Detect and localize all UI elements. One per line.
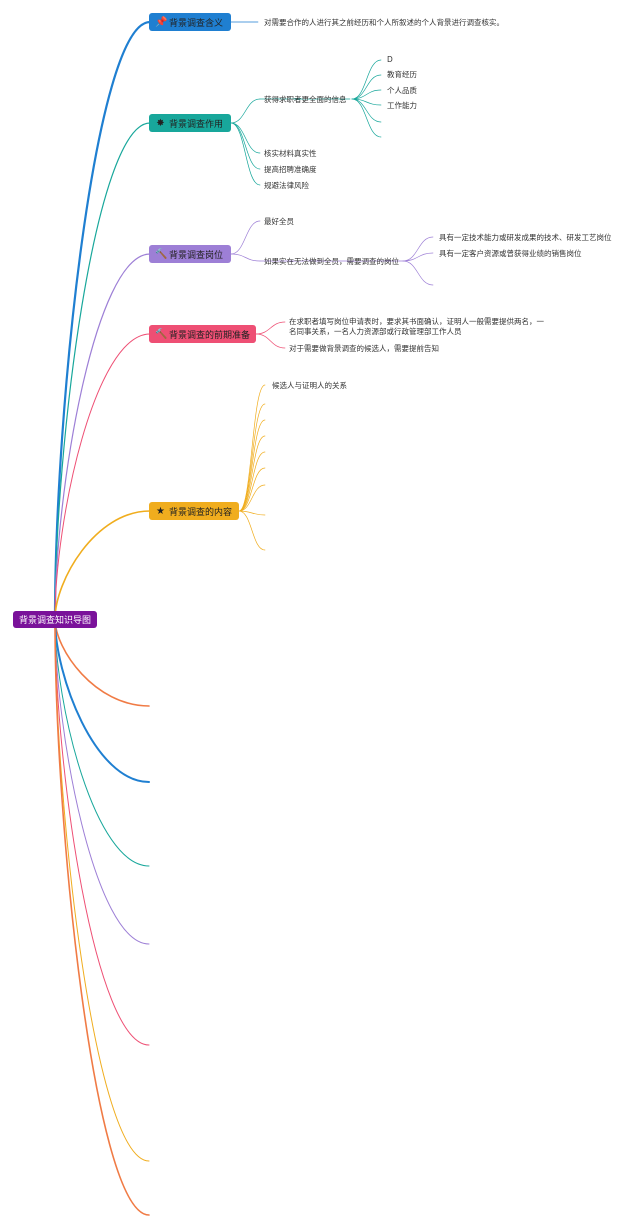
root-to-branch-4 — [54, 333, 151, 620]
leaf-text: 最好全员 — [264, 217, 294, 226]
branch-node-purpose[interactable]: ✸ 背景调查作用 — [149, 114, 231, 132]
hammer-icon: 🔨 — [155, 328, 168, 340]
leaf-text: 候选人与证明人的关系 — [272, 381, 347, 390]
root-to-branch-1 — [53, 20, 152, 621]
branch-node-definition[interactable]: 📌 背景调查含义 — [149, 13, 231, 31]
branch-3-leaf-line — [230, 220, 261, 255]
branch-5-leaf-line — [238, 403, 266, 512]
branch-2-leaf-line — [230, 98, 261, 124]
branch-5-leaf-line — [238, 419, 266, 512]
branch-4-leaf-line — [255, 321, 286, 335]
branch-5-leaf-line — [238, 510, 266, 516]
root-to-collapsed-branch-5 — [54, 618, 150, 1046]
leaf-text: 核实材料真实性 — [264, 149, 317, 158]
root-to-collapsed-branch-2 — [54, 618, 150, 783]
root-to-collapsed-branch-1 — [54, 618, 150, 707]
branch-2-sub-line — [351, 59, 382, 100]
root-to-branch-2 — [54, 122, 151, 620]
leaf-text: 如果实在无法做到全员，需要调查的岗位 — [264, 257, 399, 266]
branch-node-positions[interactable]: 🔨 背景调查岗位 — [149, 245, 231, 263]
branch-label: 背景调查作用 — [169, 119, 224, 130]
branch-5-leaf-line — [238, 384, 266, 512]
root-label: 背景调查知识导图 — [18, 616, 91, 626]
leaf-text: 教育经历 — [387, 70, 417, 79]
leaf-text: 提高招聘准确度 — [264, 165, 317, 174]
branch-2-leaf-line — [230, 122, 261, 170]
branch-3-sub-line — [402, 252, 434, 262]
branch-5-leaf-line — [238, 467, 266, 512]
leaf-text: 获得求职者更全面的信息 — [264, 95, 347, 104]
leaf-text: 在求职者填写岗位申请表时，要求其书面确认，证明人一般需要提供两名，一名同事关系，… — [289, 317, 544, 336]
branch-5-leaf-line — [238, 484, 266, 512]
root-node[interactable]: 背景调查知识导图 — [13, 611, 97, 628]
root-to-collapsed-branch-7 — [54, 618, 150, 1216]
root-to-collapsed-branch-4 — [54, 618, 150, 945]
branch-2-leaf-line — [230, 122, 261, 186]
leaf-text: 对于需要做背景调查的候选人，需要提前告知 — [289, 344, 439, 353]
branch-label: 背景调查的内容 — [169, 507, 233, 518]
branch-label: 背景调查岗位 — [169, 250, 224, 261]
leaf-text: 规避法律风险 — [264, 181, 309, 190]
branch-label: 背景调查的前期准备 — [169, 330, 251, 341]
branch-2-leaf-line — [230, 122, 261, 154]
leaf-text: 工作能力 — [387, 101, 417, 110]
root-to-branch-3 — [54, 253, 151, 620]
branch-3-sub-line — [402, 236, 434, 262]
star-icon: ★ — [156, 505, 165, 517]
leaf-text: 具有一定技术能力或研发成果的技术、研发工艺岗位 — [439, 233, 612, 242]
branch-5-leaf-line — [238, 451, 266, 512]
leaf-text: 对需要合作的人进行其之前经历和个人所叙述的个人背景进行调查核实。 — [264, 18, 504, 27]
branch-5-leaf-line — [238, 510, 266, 551]
branch-label: 背景调查含义 — [169, 18, 224, 29]
branch-node-preparation[interactable]: 🔨 背景调查的前期准备 — [149, 325, 256, 343]
branch-2-sub-line — [351, 98, 382, 138]
leaf-text: 个人品质 — [387, 86, 417, 95]
leaf-text: D — [387, 55, 393, 64]
root-to-collapsed-branch-3 — [54, 618, 150, 867]
star-badge-icon: ✸ — [156, 117, 165, 129]
root-to-branch-5 — [54, 510, 151, 620]
hammer-icon: 🔨 — [155, 248, 168, 260]
branch-3-leaf-line — [230, 253, 261, 262]
pin-icon: 📌 — [155, 16, 168, 28]
branch-5-leaf-line — [238, 435, 266, 512]
branch-2-sub-line — [351, 74, 382, 100]
branch-4-leaf-line — [255, 333, 286, 349]
branch-3-sub-line — [402, 260, 434, 286]
branch-node-contents[interactable]: ★ 背景调查的内容 — [149, 502, 239, 520]
leaf-text: 具有一定客户资源或曾获得业绩的销售岗位 — [439, 249, 582, 258]
branch-2-sub-line — [351, 89, 382, 100]
